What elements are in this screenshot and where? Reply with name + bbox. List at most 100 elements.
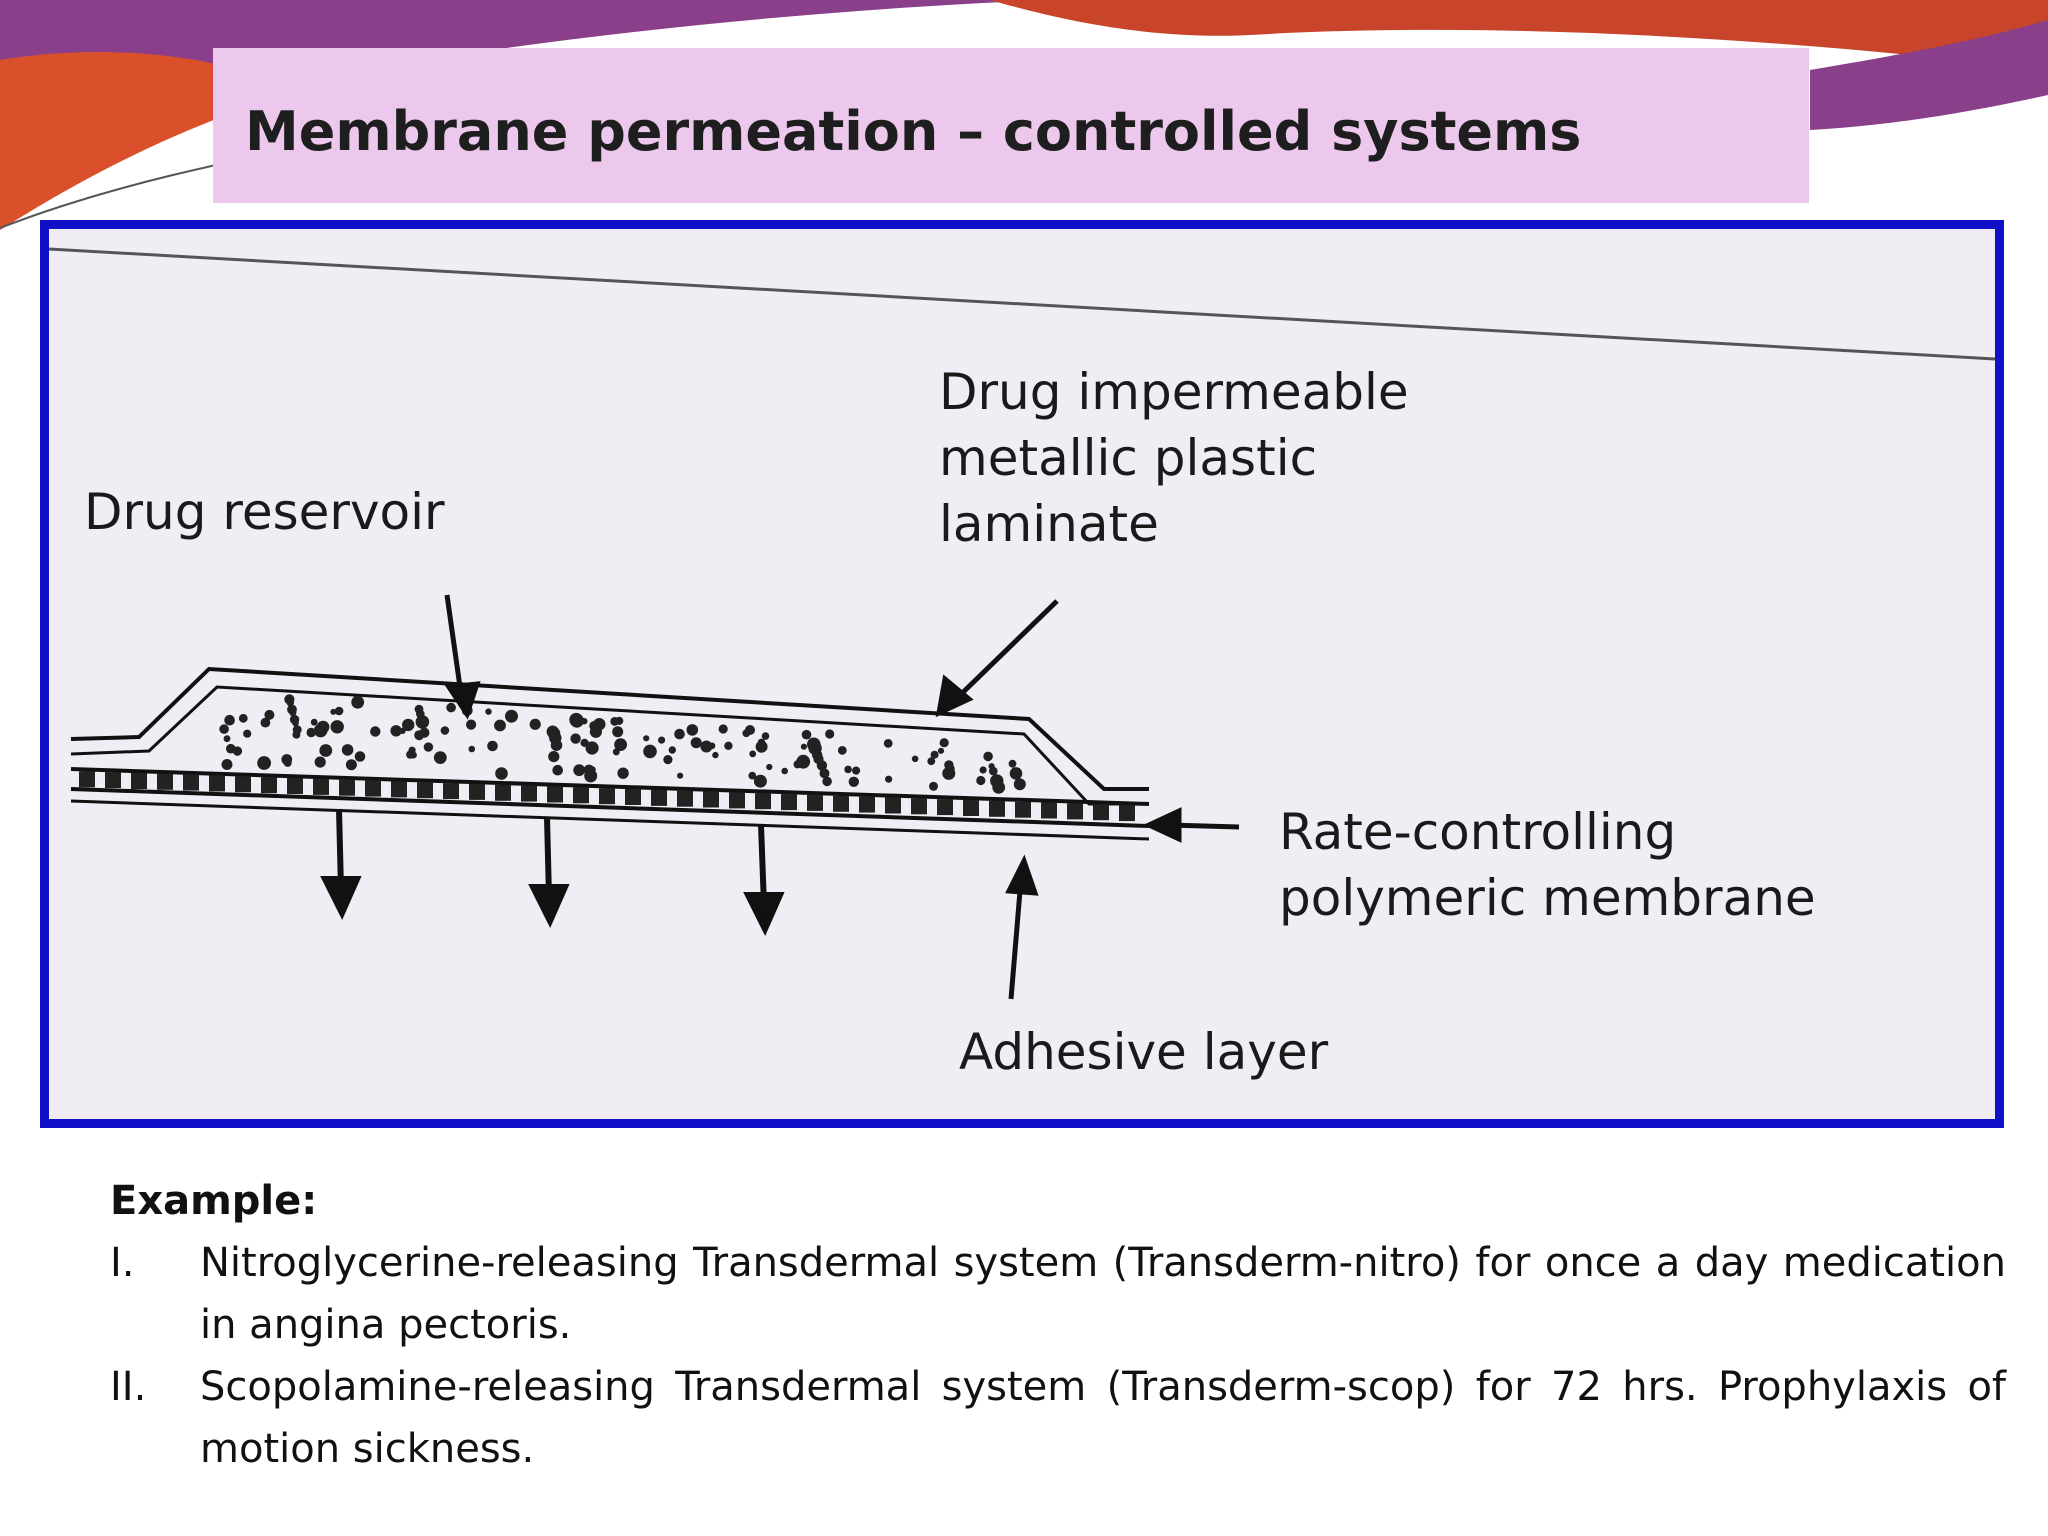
drug-particle: [612, 726, 624, 738]
drug-particle: [243, 729, 252, 738]
drug-particle: [801, 729, 812, 740]
drug-particle: [983, 751, 993, 762]
drug-particle: [419, 727, 430, 738]
membrane-bottom-line: [70, 787, 1150, 828]
drug-particle: [310, 718, 318, 726]
membrane-block: [1093, 804, 1109, 821]
drug-particle: [440, 726, 450, 735]
drug-particle: [674, 728, 685, 740]
drug-particle: [989, 766, 998, 776]
drug-particle: [224, 714, 235, 726]
drug-particle: [289, 709, 297, 717]
drug-particle: [330, 708, 337, 715]
title-band: [213, 48, 1809, 203]
decor-orange-right: [990, 0, 2048, 70]
membrane-block: [547, 786, 563, 803]
drug-particle: [569, 712, 584, 727]
membrane-block: [911, 798, 927, 815]
diagram-figure: Drug impermeable metallic plastic lamina…: [40, 220, 2004, 1128]
drug-particle: [927, 757, 936, 766]
membrane-block: [261, 777, 277, 794]
drug-particle: [466, 719, 477, 730]
drug-particle: [260, 717, 271, 728]
drug-particle: [796, 754, 811, 769]
drug-particle: [341, 744, 354, 756]
membrane-block: [677, 790, 693, 807]
drug-particle: [505, 709, 518, 723]
membrane-block: [1067, 803, 1083, 820]
membrane-block: [79, 771, 95, 788]
membrane-block: [833, 795, 849, 812]
drug-particle: [617, 767, 629, 779]
example-number: II.: [110, 1364, 147, 1410]
membrane-block: [729, 792, 745, 809]
drug-particle: [494, 719, 506, 732]
membrane-block: [521, 785, 537, 802]
drug-particle: [292, 730, 301, 739]
membrane-block: [365, 780, 381, 797]
drug-particle: [495, 767, 508, 780]
drug-particle: [415, 715, 430, 729]
drug-particle: [529, 718, 541, 730]
drug-particle: [552, 764, 563, 776]
membrane-block: [313, 778, 329, 795]
drug-particle: [264, 709, 275, 720]
example-number: I.: [110, 1240, 135, 1286]
laminate-label-line-1: Drug impermeable: [939, 363, 1409, 421]
membrane-block: [339, 779, 355, 796]
drug-particle: [643, 735, 650, 742]
membrane-block: [989, 800, 1005, 817]
drug-particle: [911, 755, 919, 763]
transdermal-patch-diagram: [49, 247, 1995, 1000]
drug-particle: [616, 739, 627, 751]
decor-purple-right: [1810, 20, 2048, 130]
drug-particle: [399, 727, 406, 734]
drug-particle: [708, 742, 716, 750]
adhesive-label: Adhesive layer: [959, 1023, 1329, 1081]
membrane-block: [287, 778, 303, 794]
drug-particle: [658, 736, 666, 744]
drug-particle: [351, 695, 365, 709]
drug-particle: [813, 753, 824, 765]
drug-particle: [549, 731, 562, 745]
slide-title: Membrane permeation – controlled systems: [245, 100, 1582, 163]
drug-particle: [822, 776, 832, 787]
drug-particle: [844, 765, 852, 774]
example-text: Nitroglycerine-releasing Transdermal sys…: [200, 1240, 2006, 1348]
drug-particle: [319, 744, 333, 757]
drug-particle: [257, 756, 271, 770]
drug-particle: [976, 775, 986, 786]
membrane-label: Rate-controlling polymeric membrane: [1279, 799, 1816, 931]
drug-particle: [306, 727, 316, 738]
laminate-label: Drug impermeable metallic plastic lamina…: [939, 359, 1409, 557]
membrane-block: [131, 773, 147, 789]
membrane-block: [859, 796, 875, 813]
membrane-block: [573, 787, 589, 804]
membrane-top-line: [70, 767, 1150, 806]
membrane-block: [625, 789, 641, 805]
drug-particle: [468, 745, 476, 753]
drug-particles: [219, 694, 1026, 794]
drug-particle: [223, 735, 231, 743]
drug-particle: [232, 746, 243, 756]
membrane-block: [157, 773, 173, 790]
drug-particle: [238, 713, 248, 723]
drug-particle: [663, 755, 673, 765]
drug-particle: [848, 776, 859, 787]
drug-particle: [929, 781, 938, 791]
drug-particle: [724, 741, 733, 750]
membrane-block: [781, 794, 797, 811]
drug-particle: [292, 719, 299, 727]
drug-particle: [939, 738, 949, 748]
laminate-label-line-3: laminate: [939, 495, 1159, 553]
drug-particle: [589, 725, 603, 738]
membrane-block: [1041, 802, 1057, 819]
membrane-block: [885, 797, 901, 814]
drug-particle: [433, 751, 447, 764]
membrane-block: [1015, 801, 1031, 818]
membrane-block: [495, 784, 511, 801]
membrane-block: [651, 789, 667, 806]
membrane-block: [391, 781, 407, 798]
drug-particle: [423, 742, 434, 752]
drug-particle: [800, 743, 808, 750]
